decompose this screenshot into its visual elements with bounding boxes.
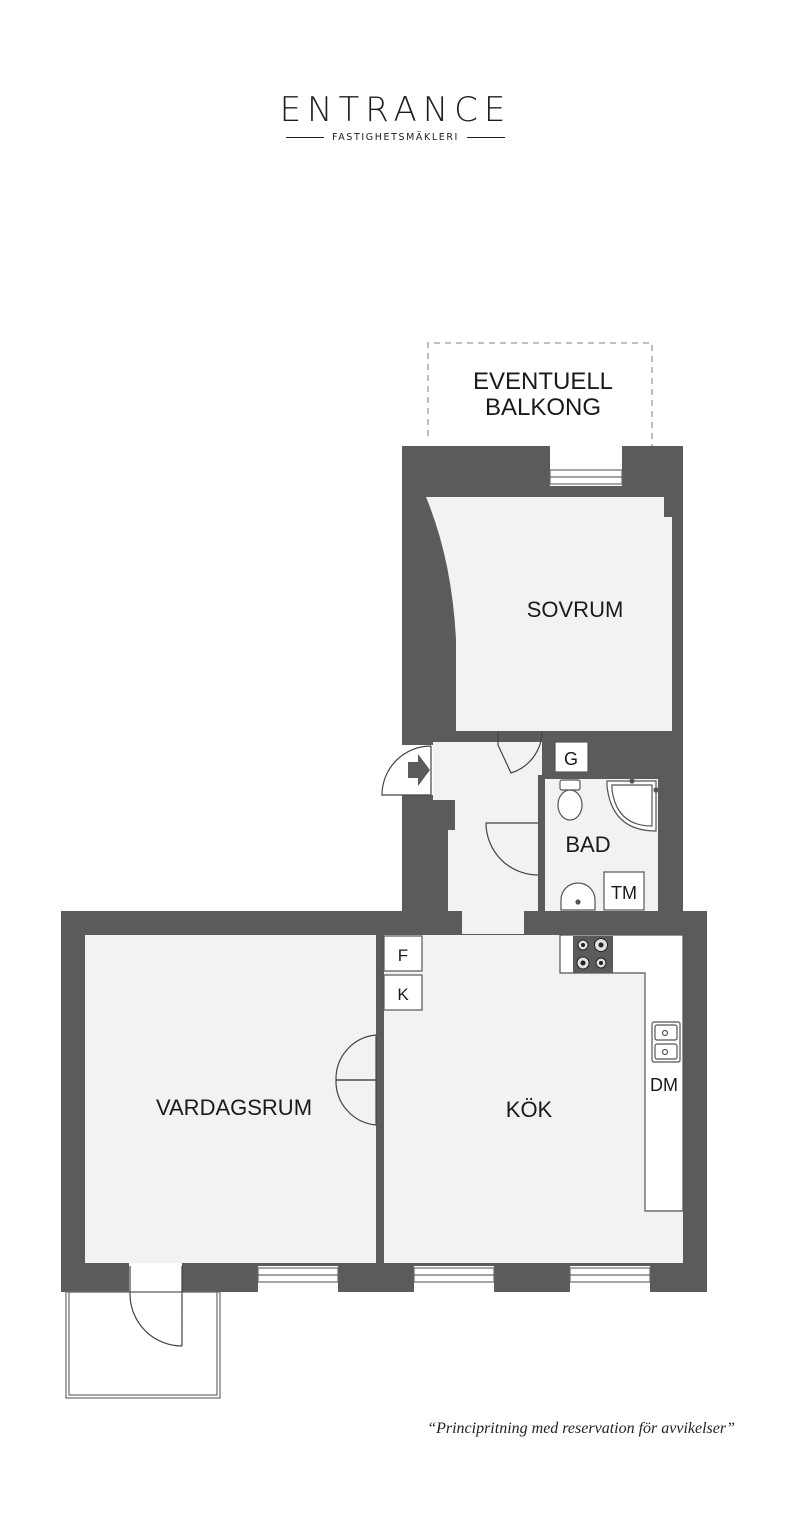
kitchen-sink-icon: [651, 1021, 681, 1063]
stove-icon: [573, 936, 613, 973]
shower-icon: [606, 778, 659, 832]
fridge: [383, 935, 423, 972]
dishwasher-label: DM: [650, 1075, 678, 1095]
bedroom-door: [497, 730, 543, 774]
openings: [129, 446, 650, 1292]
sink-icon: [560, 882, 596, 911]
divider: [466, 136, 505, 139]
optional-balcony-outline: [427, 342, 653, 446]
freezer-label: K: [397, 985, 409, 1004]
windows: [257, 469, 651, 1283]
bathroom-label: BAD: [565, 832, 610, 857]
fridge-label: F: [398, 946, 408, 965]
balcony-door: [129, 1266, 183, 1347]
brand-tagline: FASTIGHETSMÄKLERI: [332, 132, 459, 143]
washer-label: TM: [611, 883, 637, 903]
kitchen-counter: [559, 934, 684, 1212]
doors: [129, 730, 543, 1347]
living-room-label: VARDAGSRUM: [156, 1095, 312, 1120]
wardrobe-label: G: [564, 749, 578, 769]
fridge-freezer: [383, 935, 423, 1011]
entrance-arrow-icon: [408, 754, 430, 786]
kitchen-label: KÖK: [506, 1097, 553, 1122]
bathroom-door: [485, 822, 539, 876]
brand-tagline-row: FASTIGHETSMÄKLERI: [0, 132, 791, 143]
freezer: [383, 974, 423, 1011]
balcony: [65, 1291, 221, 1399]
entry-door: [381, 745, 432, 796]
balcony-optional-label-1: EVENTUELL: [473, 368, 613, 395]
balcony-optional-label-2: BALKONG: [485, 394, 601, 421]
brand-name: ENTRANCE: [279, 90, 512, 130]
double-door-lower: [335, 1079, 377, 1126]
disclaimer-text: “Principritning med reservation för avvi…: [427, 1420, 735, 1437]
double-door-upper: [335, 1034, 377, 1081]
toilet-icon: [557, 779, 583, 821]
bedroom-label: SOVRUM: [527, 597, 624, 622]
washing-machine: [603, 871, 645, 911]
wardrobe: [554, 741, 589, 773]
divider: [286, 136, 325, 139]
brand-logo: ENTRANCE FASTIGHETSMÄKLERI: [0, 90, 791, 143]
